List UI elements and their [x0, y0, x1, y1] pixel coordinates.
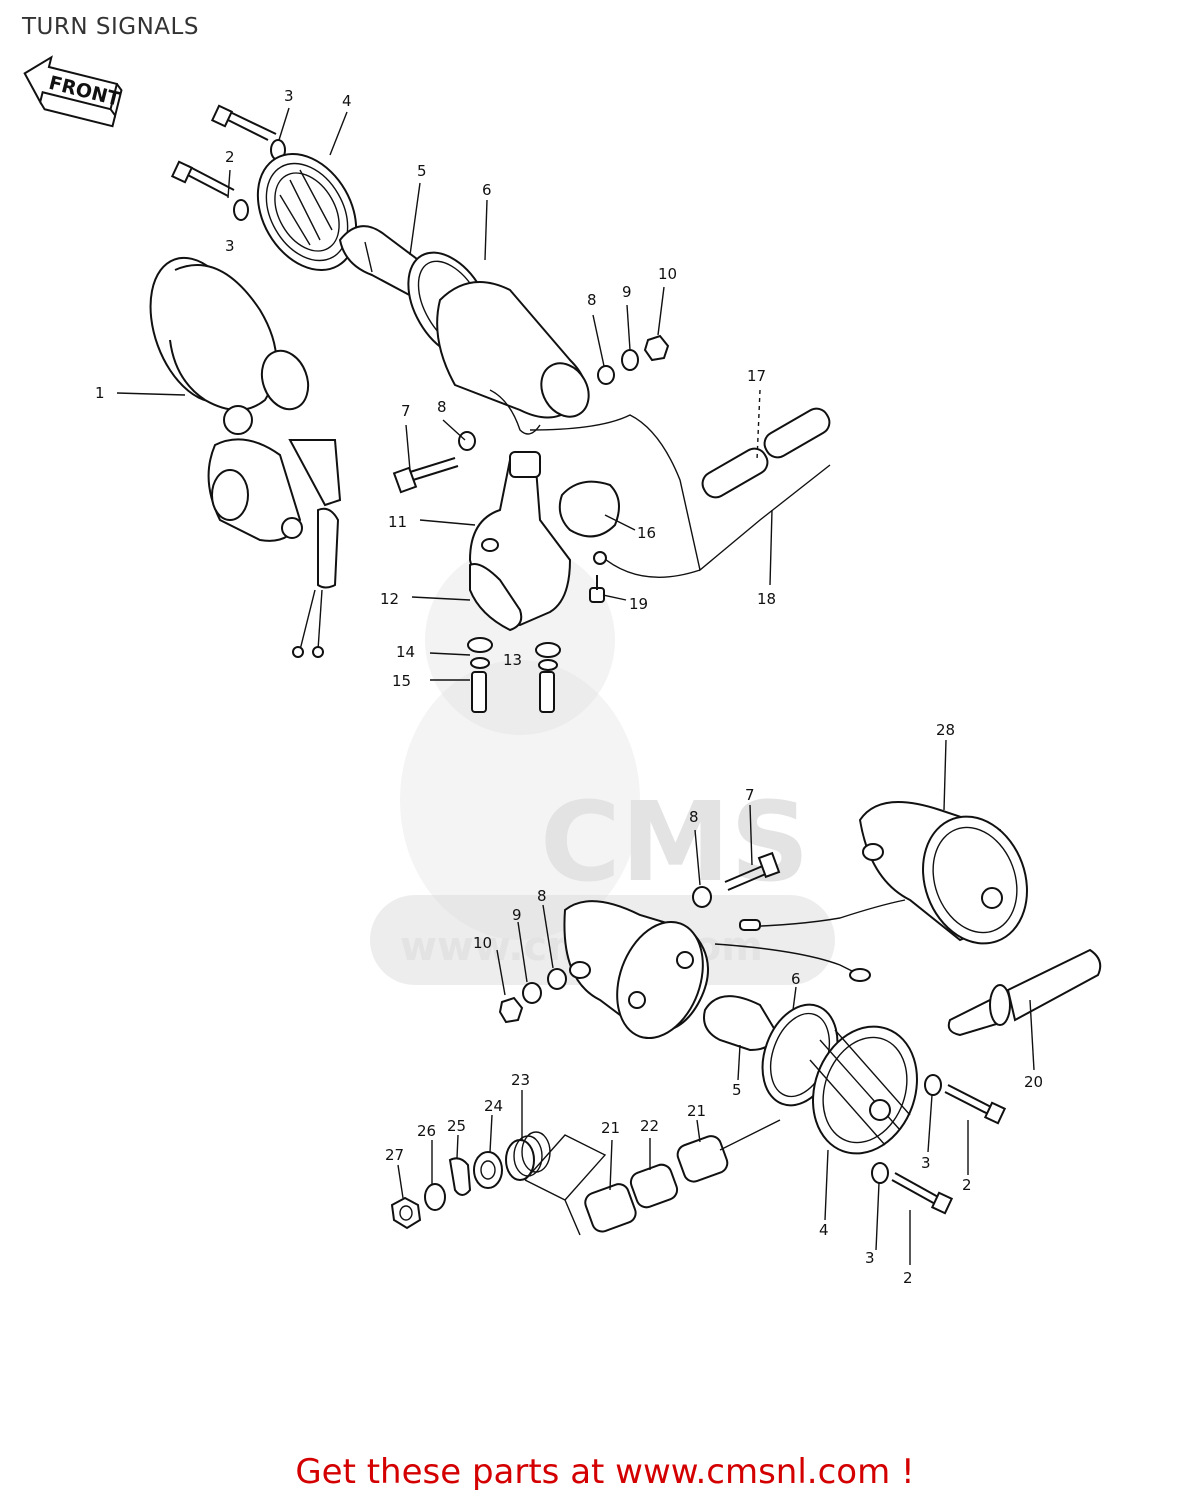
callout: 4	[819, 1221, 829, 1239]
spring-part-23	[505, 1131, 551, 1181]
callout: 6	[482, 181, 492, 199]
lens-part-4	[256, 152, 358, 272]
callout: 2	[962, 1176, 972, 1194]
turn-signals-exploded-diagram: CMS www.cmsnl.com FRONT	[23, 55, 1102, 1287]
callout: 10	[658, 265, 677, 283]
callout: 19	[629, 595, 648, 613]
tube-part-17	[701, 407, 831, 499]
housing-part-1	[149, 256, 342, 658]
callout: 5	[732, 1081, 742, 1099]
washer-part-9-rear	[522, 982, 542, 1004]
washer-part-14	[467, 637, 493, 669]
nut-part-10	[643, 334, 670, 362]
lens-part-4-rear	[809, 1025, 918, 1155]
wire-part-18	[529, 414, 831, 578]
callout: 7	[745, 786, 755, 804]
nut-part-10-rear	[498, 996, 524, 1024]
callout: 3	[284, 87, 294, 105]
callout: 1	[95, 384, 105, 402]
screw-part-7	[392, 457, 459, 494]
callout: 3	[225, 237, 235, 255]
callout: 2	[225, 148, 235, 166]
spacer-part-21	[584, 1135, 729, 1233]
callout: 21	[687, 1102, 706, 1120]
callout: 22	[640, 1117, 659, 1135]
callout: 13	[503, 651, 522, 669]
callout: 7	[401, 402, 411, 420]
callout: 17	[747, 367, 766, 385]
stem-part-20	[947, 948, 1102, 1037]
callout: 14	[396, 643, 415, 661]
leader-lines	[116, 107, 1035, 1265]
callout: 20	[1024, 1073, 1043, 1091]
callout: 5	[417, 162, 427, 180]
callout: 16	[637, 524, 656, 542]
callout: 15	[392, 672, 411, 690]
wire-lead-rear	[714, 899, 906, 982]
washer-part-13	[535, 642, 561, 671]
housing-front-right	[436, 281, 590, 435]
bracket-part-12	[469, 563, 523, 632]
rear-housing	[563, 900, 709, 1040]
callout: 3	[865, 1249, 875, 1267]
washer-part-24	[473, 1151, 503, 1189]
callout: 9	[622, 283, 632, 301]
callout-labels: 3 4 2 5 3 6 1 8 9 10 17 7 8 11 16 12 19 …	[95, 87, 1043, 1287]
callout: 8	[537, 887, 547, 905]
callout: 2	[903, 1269, 913, 1287]
washer-part-8-rear	[547, 886, 712, 990]
callout: 24	[484, 1097, 503, 1115]
front-turn-signal-assembly	[149, 104, 831, 713]
callout: 3	[921, 1154, 931, 1172]
callout: 27	[385, 1146, 404, 1164]
callout: 4	[342, 92, 352, 110]
cap-part-16	[558, 480, 620, 538]
watermark-brand: CMS	[540, 778, 809, 906]
callout: 9	[512, 906, 522, 924]
callout: 26	[417, 1122, 436, 1140]
bulb-part-5-rear	[703, 995, 777, 1052]
callout: 8	[587, 291, 597, 309]
callout: 21	[601, 1119, 620, 1137]
front-arrow-icon: FRONT	[23, 55, 123, 128]
rear-turn-signal-assembly	[390, 801, 1102, 1236]
callout: 11	[388, 513, 407, 531]
callout: 23	[511, 1071, 530, 1089]
screw-part-2	[170, 104, 277, 197]
screw-part-2-rear	[891, 1084, 1007, 1215]
washer-part-26	[424, 1183, 446, 1211]
washer-part-3-rear	[871, 1074, 942, 1184]
page-title: TURN SIGNALS	[22, 14, 199, 40]
plate-part-25	[448, 1157, 472, 1196]
footer-link-text[interactable]: Get these parts at www.cmsnl.com !	[295, 1452, 915, 1492]
callout: 25	[447, 1117, 466, 1135]
screw-part-7-rear	[724, 851, 781, 891]
washer-part-8	[458, 365, 615, 451]
washer-part-9	[621, 349, 639, 371]
callout: 8	[437, 398, 447, 416]
guide-outline	[524, 1134, 607, 1236]
nut-part-27	[390, 1196, 422, 1230]
spacer-part-22	[629, 1163, 679, 1209]
callout: 6	[791, 970, 801, 988]
callout: 8	[689, 808, 699, 826]
callout: 18	[757, 590, 776, 608]
bolt-part-15	[471, 671, 555, 713]
callout: 10	[473, 934, 492, 952]
callout: 12	[380, 590, 399, 608]
lens-part-28	[858, 801, 1028, 945]
callout: 28	[936, 721, 955, 739]
